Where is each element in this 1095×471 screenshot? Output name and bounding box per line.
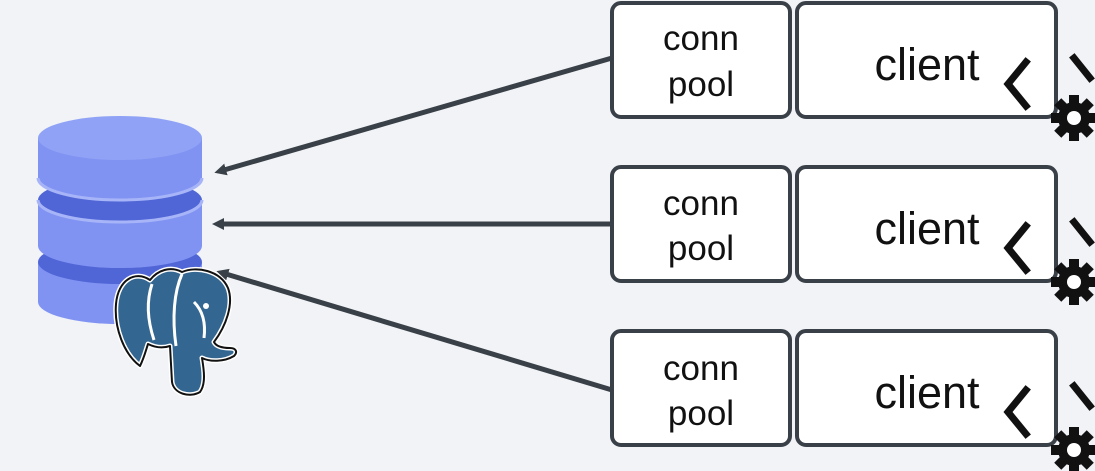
code-icon [1003,53,1095,111]
client-box [795,165,1058,283]
client-label: client [874,367,980,418]
connection-row: conn pool client [610,329,1095,471]
client-box [795,329,1058,447]
code-icon [1003,217,1095,275]
conn-pool-box [610,165,792,283]
connection-arrows [212,55,613,393]
connection-row: conn pool client [610,1,1095,141]
conn-pool-label-line2: pool [668,394,734,433]
conn-pool-label-line1: conn [663,349,739,388]
code-icon [1003,381,1095,439]
gear-icon [1051,259,1095,305]
conn-pool-label-line1: conn [663,184,739,223]
arrow-row-1 [214,55,613,176]
conn-pool-label-line1: conn [663,19,739,58]
client-label: client [874,203,980,254]
postgresql-elephant-logo [113,266,239,398]
client-label: client [874,39,980,90]
conn-pool-box [610,329,792,447]
connection-row: conn pool client [610,165,1095,305]
conn-pool-box [610,1,792,119]
client-box [795,1,1058,119]
database-icon [36,116,204,324]
conn-pool-label-line2: pool [668,65,734,104]
gear-icon [1051,95,1095,141]
gear-icon [1051,427,1095,471]
conn-pool-label-line2: pool [668,229,734,268]
arrow-row-3 [216,268,613,393]
